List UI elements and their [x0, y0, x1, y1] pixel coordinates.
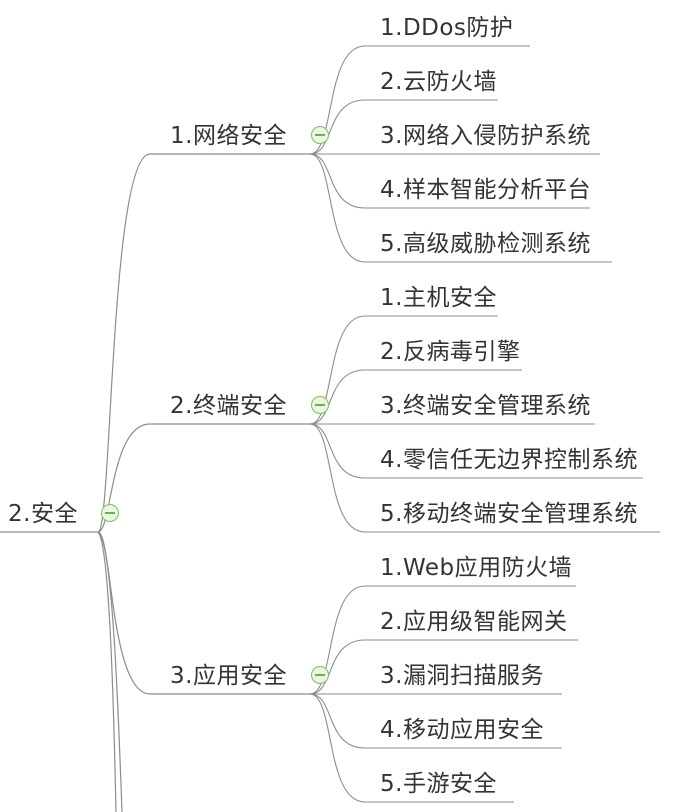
connector-group-to-leaf [309, 153, 612, 263]
connector-root-to-group [97, 531, 312, 695]
leaf-node[interactable]: 5.移动终端安全管理系统 [380, 501, 638, 527]
leaf-node[interactable]: 2.应用级智能网关 [380, 609, 568, 635]
connector-group-to-leaf [309, 99, 498, 155]
leaf-node[interactable]: 3.漏洞扫描服务 [380, 663, 544, 689]
root-collapse-icon[interactable] [101, 504, 119, 522]
connector-root-to-group [97, 153, 312, 533]
leaf-node[interactable]: 5.高级威胁检测系统 [380, 231, 591, 257]
group-label-application: 3.应用安全 [170, 663, 287, 689]
group-endpoint-collapse-icon[interactable] [311, 396, 329, 414]
leaf-node[interactable]: 3.终端安全管理系统 [380, 393, 591, 419]
leaf-node[interactable]: 4.样本智能分析平台 [380, 177, 591, 203]
connector-group-to-leaf [309, 369, 522, 425]
connector-group-to-leaf [309, 423, 643, 479]
group-network-collapse-icon[interactable] [311, 126, 329, 144]
leaf-node[interactable]: 5.手游安全 [380, 771, 497, 797]
connector-group-to-leaf [309, 585, 576, 695]
connector-root-continuation [97, 531, 117, 812]
connector-group-to-leaf [309, 693, 562, 749]
leaf-node[interactable]: 4.移动应用安全 [380, 717, 544, 743]
connector-group-to-leaf [309, 639, 578, 695]
leaf-node[interactable]: 2.云防火墙 [380, 69, 497, 95]
group-label-network: 1.网络安全 [170, 123, 287, 149]
group-label-endpoint: 2.终端安全 [170, 393, 287, 419]
leaf-node[interactable]: 4.零信任无边界控制系统 [380, 447, 638, 473]
leaf-node[interactable]: 1.DDos防护 [380, 15, 514, 41]
root-node-label: 2.安全 [8, 501, 78, 527]
group-application-collapse-icon[interactable] [311, 666, 329, 684]
connector-group-to-leaf [309, 693, 514, 803]
connector-group-to-leaf [309, 153, 590, 209]
connector-group-to-leaf [309, 315, 498, 425]
leaf-node[interactable]: 2.反病毒引擎 [380, 339, 521, 365]
leaf-node[interactable]: 1.Web应用防火墙 [380, 555, 573, 581]
connector-group-to-leaf [309, 45, 530, 155]
connector-root-to-group [97, 423, 312, 533]
leaf-node[interactable]: 3.网络入侵防护系统 [380, 123, 591, 149]
connector-group-to-leaf [309, 423, 660, 533]
connector-root-continuation [97, 531, 123, 812]
leaf-node[interactable]: 1.主机安全 [380, 285, 497, 311]
